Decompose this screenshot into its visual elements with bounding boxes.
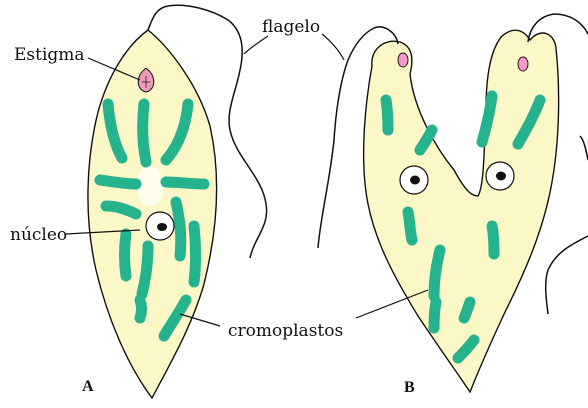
label-panel-a: A [82,378,94,395]
chromoplast [176,202,181,256]
label-flagelo: flagelo [262,17,320,37]
chromoplast [464,302,470,318]
label-estigma: Estigma [14,45,85,65]
label-panel-b: B [404,379,415,396]
cell-b-nucleolus-right [496,172,506,181]
cell-b [318,14,588,392]
cell-b-flagellum-right-edge [580,136,588,160]
chromoplast [434,302,436,328]
chromoplast [143,104,146,162]
chromoplast [125,234,127,276]
chromoplast [386,100,388,130]
chromoplast [492,226,494,254]
chromoplast [434,250,440,296]
cell-a-nucleolus [157,223,167,231]
leader-flagelo-b [322,34,344,60]
chromoplast [166,182,204,184]
chromoplast [142,246,148,294]
cell-b-flagellum-right-lower [546,236,588,314]
cell-b-stigma-left [398,53,408,67]
cell-b-stigma-right [518,57,528,71]
chromoplast [140,300,142,318]
label-cromoplastos: cromoplastos [228,321,343,341]
cell-b-nucleolus-left [410,176,420,185]
leader-flagelo-a [244,36,268,54]
cell-b-body [364,30,559,392]
chromoplast [194,226,196,282]
chromoplast [100,180,136,184]
label-nucleo: núcleo [10,225,67,245]
chromoplast [408,212,412,240]
